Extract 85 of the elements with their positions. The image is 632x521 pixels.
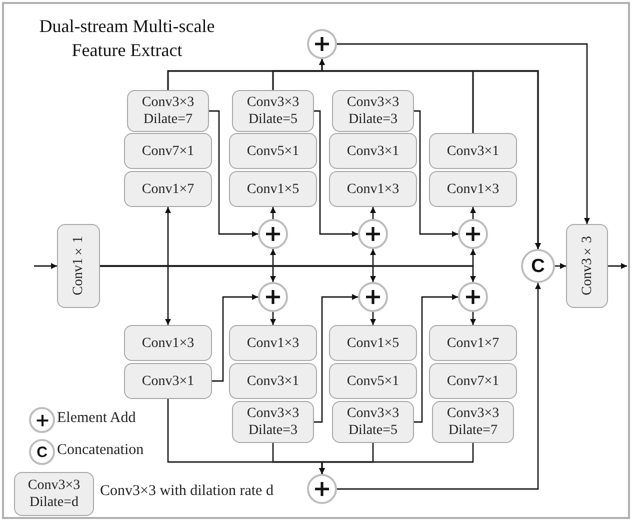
add-circle xyxy=(307,29,337,59)
add-circle xyxy=(307,474,337,504)
conv-block xyxy=(124,363,212,399)
conv-block xyxy=(332,90,414,132)
add-circle xyxy=(258,219,288,249)
block-label: Conv3×1 xyxy=(346,142,400,160)
block-label: Conv5×1 xyxy=(346,372,400,390)
conv-block xyxy=(124,133,212,169)
conv-block xyxy=(229,325,317,361)
add-circle xyxy=(458,219,488,249)
block-label: Conv3×3 Dilate=d xyxy=(26,477,82,511)
arrow xyxy=(314,110,358,237)
conv-block xyxy=(329,133,417,169)
block-label: Conv3×3 Dilate=3 xyxy=(246,405,300,439)
arrow xyxy=(414,110,458,237)
arrow xyxy=(470,312,476,325)
arrow xyxy=(34,263,57,269)
conv-block xyxy=(429,363,517,399)
arrow xyxy=(209,110,258,237)
conv-block xyxy=(429,171,517,207)
conv-block xyxy=(329,325,417,361)
block-label: Conv1×7 xyxy=(142,180,194,198)
arrow xyxy=(470,207,476,219)
block-label: Conv3×3 Dilate=5 xyxy=(346,405,400,439)
add-circle xyxy=(258,282,288,312)
conv-block xyxy=(229,133,317,169)
conv-block xyxy=(229,363,317,399)
block-label: Conv3×1 xyxy=(142,372,194,390)
conv-block xyxy=(232,401,314,443)
add-circle xyxy=(458,282,488,312)
legend-label: Conv3×3 with dilation rate d xyxy=(100,483,274,500)
diagram-title: Dual-stream Multi-scale Feature Extract xyxy=(38,15,216,62)
conv-block xyxy=(14,472,94,516)
concat-symbol: C xyxy=(531,256,545,276)
conv-block xyxy=(566,224,608,308)
conv-block xyxy=(429,133,517,169)
arrow xyxy=(370,312,376,325)
arrow xyxy=(414,294,458,423)
arrow xyxy=(472,70,541,249)
block-label: Conv3×3 Dilate=5 xyxy=(246,94,300,128)
conv-block xyxy=(124,171,212,207)
block-label: Conv3×3 Dilate=7 xyxy=(140,94,196,128)
legend-label: Element Add xyxy=(57,410,136,427)
conv-block xyxy=(332,401,414,443)
arrow xyxy=(608,263,627,269)
legend-label: Concatenation xyxy=(57,442,144,459)
block-label: Conv1×3 xyxy=(246,334,300,352)
arrow xyxy=(370,207,376,219)
concat-circle xyxy=(521,249,555,283)
block-label: Conv7×1 xyxy=(142,142,194,160)
concat-symbol: C xyxy=(36,444,48,460)
arrow xyxy=(555,263,566,269)
block-label: Conv1×5 xyxy=(246,180,300,198)
block-label: Conv3×3 xyxy=(578,236,596,296)
block-label: Conv3×3 Dilate=3 xyxy=(346,94,400,128)
arrow xyxy=(100,265,476,282)
block-label: Conv1×3 xyxy=(346,180,400,198)
conv-block xyxy=(57,224,100,308)
add-circle xyxy=(358,219,388,249)
arrow xyxy=(337,43,590,224)
conv-block xyxy=(429,325,517,361)
block-label: Conv7×1 xyxy=(446,372,500,390)
block-label: Conv3×1 xyxy=(246,372,300,390)
arrow xyxy=(319,443,474,474)
block-label: Conv5×1 xyxy=(246,142,300,160)
block-label: Conv1×5 xyxy=(346,334,400,352)
block-label: Conv1×3 xyxy=(446,180,500,198)
conv-block xyxy=(432,401,514,443)
conv-block xyxy=(329,363,417,399)
conv-block xyxy=(124,325,212,361)
conv-block xyxy=(127,90,209,132)
arrow xyxy=(270,312,276,325)
block-label: Conv3×1 xyxy=(446,142,500,160)
block-label: Conv1×1 xyxy=(70,236,87,296)
arrow xyxy=(314,294,358,423)
add-circle xyxy=(358,282,388,312)
arrow xyxy=(337,283,541,490)
conv-block xyxy=(232,90,314,132)
block-label: Conv1×3 xyxy=(142,334,194,352)
conv-block xyxy=(329,171,417,207)
conv-block xyxy=(229,171,317,207)
block-label: Conv1×7 xyxy=(446,334,500,352)
arrow xyxy=(212,294,258,382)
block-label: Conv3×3 Dilate=7 xyxy=(446,405,500,439)
arrow xyxy=(270,207,276,219)
